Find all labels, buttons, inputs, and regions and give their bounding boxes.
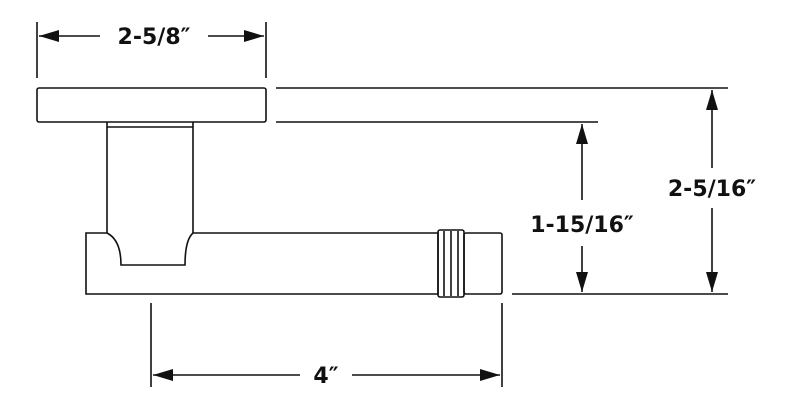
dimension-lines (36, 22, 728, 387)
lever-height-label: 1-15/16″ (530, 213, 634, 238)
rose-width-label: 2-5/8″ (118, 25, 191, 50)
lever-end-cap (463, 232, 503, 295)
overall-height-label: 2-5/16″ (668, 177, 756, 202)
rose-plate (36, 87, 267, 123)
lever-handle-drawing (36, 87, 503, 298)
dimension-labels: 2-5/8″ 1-15/16″ 2-5/16″ 4″ (118, 25, 757, 389)
lever-length-label: 4″ (313, 364, 338, 389)
lever-body (85, 232, 439, 295)
